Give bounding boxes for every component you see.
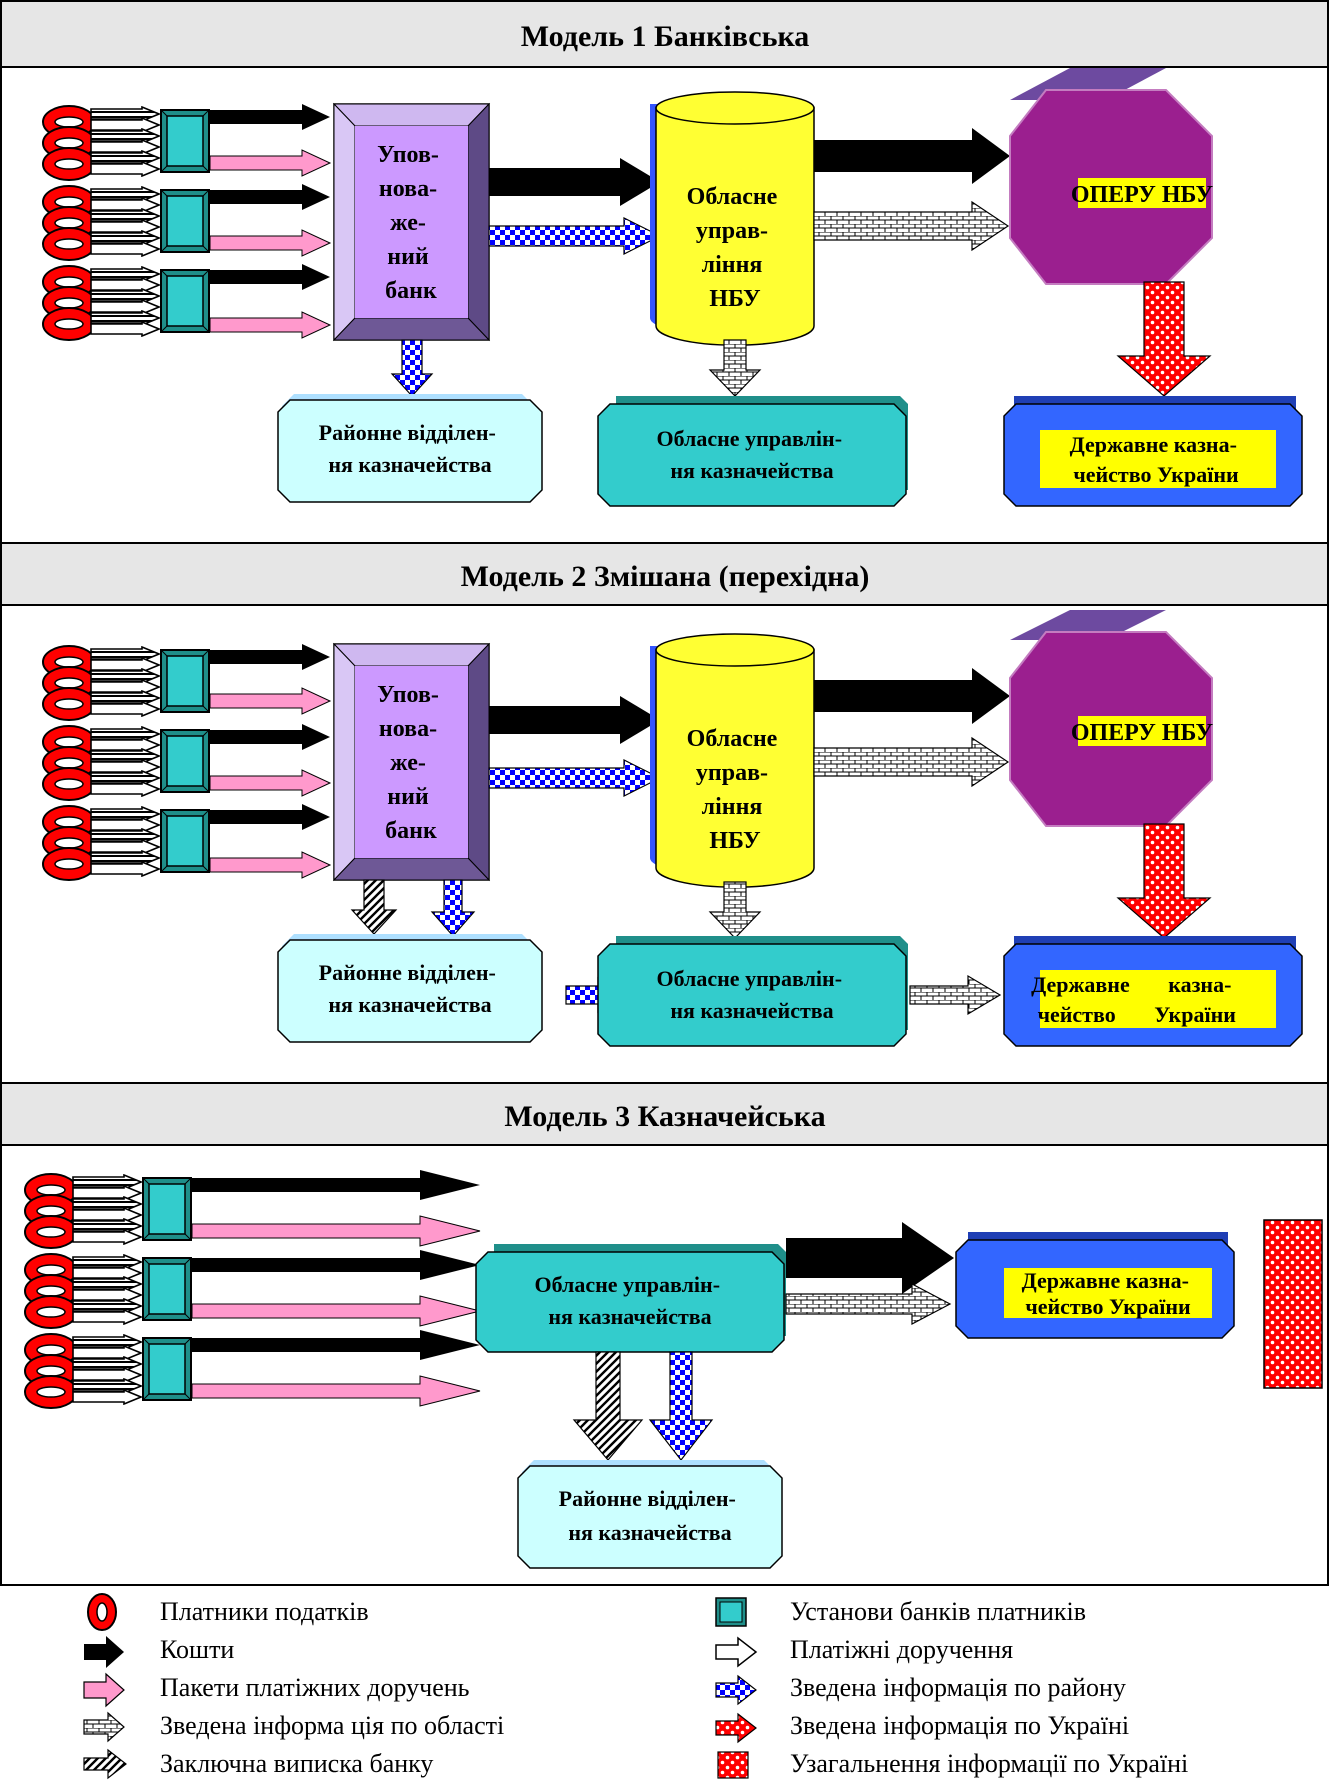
ukraine-summary-block bbox=[1263, 1219, 1323, 1389]
model-3-section: Модель 3 Казначейська Обласне управлін- … bbox=[0, 1082, 1329, 1586]
svg-text:Упов- нова- же: Упов- нова- же- ний банк bbox=[377, 142, 445, 304]
region-info-arrow-nbu-to-opery-m2 bbox=[813, 736, 1010, 788]
state-treasury-m1: Державне казна- чейство України bbox=[1003, 396, 1303, 507]
payment-order-arrow-icon bbox=[715, 1636, 758, 1668]
payment-packages-arrows-m3 bbox=[191, 1215, 481, 1407]
district-treasury-m2: Районне відділен- ня казначейства bbox=[277, 934, 543, 1043]
funds-arrow-oblast-to-state-m3 bbox=[786, 1222, 954, 1294]
district-info-arrow-down-m3 bbox=[648, 1351, 714, 1461]
funds-arrow-bank-to-nbu-m1 bbox=[489, 158, 660, 206]
svg-text:Обласне управ-: Обласне управ- ління НБУ bbox=[687, 184, 784, 312]
svg-text:ОПЕРУ НБУ: ОПЕРУ НБУ bbox=[1071, 720, 1214, 746]
bank-institution-icon bbox=[715, 1597, 747, 1627]
payer-group-1 bbox=[43, 106, 209, 180]
svg-text:Обласне управлін- ня к: Обласне управлін- ня казначейства bbox=[656, 966, 847, 1023]
ukraine-summary-icon bbox=[717, 1751, 749, 1779]
nbu-region-cylinder-m1: Обласне управ- ління НБУ bbox=[650, 91, 815, 346]
svg-text:ОПЕРУ НБУ: ОПЕРУ НБУ bbox=[1071, 182, 1214, 208]
payment-packages-arrows-m1 bbox=[209, 149, 332, 339]
payer-group-5 bbox=[43, 726, 209, 800]
payer-group-6 bbox=[43, 806, 209, 880]
district-info-arrow-down-m1 bbox=[390, 339, 434, 397]
model-3-header bbox=[0, 1082, 1329, 1146]
payer-group-9 bbox=[25, 1334, 191, 1408]
funds-arrow-icon bbox=[84, 1636, 124, 1668]
district-treasury-m1: Районне відділен- ня казначейства bbox=[277, 394, 543, 503]
svg-text:Упов- нова- же: Упов- нова- же- ний банк bbox=[377, 682, 445, 844]
ukraine-info-arrow-icon bbox=[715, 1712, 757, 1744]
district-info-arrow-bank-to-nbu-m1 bbox=[488, 217, 662, 255]
svg-text:Районне відділен- ня к: Районне відділен- ня казначейства bbox=[319, 420, 502, 477]
funds-arrows-m2 bbox=[210, 644, 330, 830]
payer-group-3 bbox=[43, 266, 209, 340]
model-1-section: Модель 1 Банківська Упов- нова- bbox=[0, 0, 1329, 544]
nbu-region-cylinder-m2: Обласне управ- ління НБУ bbox=[650, 633, 815, 888]
payer-group-7 bbox=[25, 1174, 191, 1248]
svg-text:Державне казна- чейств: Державне казна- чейство України bbox=[1022, 1268, 1195, 1319]
district-info-arrow-down-m2 bbox=[430, 879, 476, 937]
svg-text:Обласне управлін- ня к: Обласне управлін- ня казначейства bbox=[656, 426, 847, 483]
payment-packages-arrows-m2 bbox=[209, 687, 332, 879]
svg-text:Державне казна-: Державне казна- чейство України bbox=[1031, 972, 1236, 1027]
funds-arrow-nbu-to-opery-m1 bbox=[814, 128, 1010, 184]
ukraine-info-arrow-down-m2 bbox=[1116, 823, 1212, 939]
funds-arrows-m3 bbox=[192, 1170, 480, 1360]
funds-arrow-nbu-to-opery-m2 bbox=[814, 668, 1010, 724]
legend-icons bbox=[83, 1593, 758, 1780]
model-2-section: Модель 2 Змішана (перехідна) Упов- нова-… bbox=[0, 542, 1329, 1084]
ukraine-info-arrow-down-m1 bbox=[1116, 281, 1212, 397]
oblast-treasury-m2: Обласне управлін- ня казначейства bbox=[597, 936, 908, 1047]
state-treasury-m2: Державне казна- чейство України bbox=[1003, 936, 1303, 1047]
region-info-arrow-down-m1 bbox=[708, 339, 762, 397]
region-info-arrow-oblast-to-state-m3 bbox=[785, 1283, 952, 1325]
svg-text:Обласне управлін- ня к: Обласне управлін- ня казначейства bbox=[534, 1272, 725, 1329]
district-info-arrow-icon bbox=[715, 1674, 757, 1706]
region-info-arrow-to-state-m2 bbox=[909, 974, 1002, 1016]
authorized-bank-m1: Упов- нова- же- ний банк bbox=[332, 102, 491, 342]
region-info-arrow-down-m2 bbox=[708, 881, 762, 939]
payment-packages-arrow-icon bbox=[83, 1672, 125, 1708]
region-info-arrow-icon bbox=[83, 1711, 125, 1743]
oblast-treasury-m1: Обласне управлін- ня казначейства bbox=[597, 396, 908, 507]
state-treasury-m3: Державне казна- чейство України bbox=[955, 1232, 1235, 1339]
payer-group-4 bbox=[43, 646, 209, 720]
model-1-header bbox=[0, 0, 1329, 68]
model-3-title: Модель 3 Казначейська bbox=[504, 1100, 825, 1133]
model-1-title: Модель 1 Банківська bbox=[521, 20, 810, 53]
taxpayer-icon bbox=[87, 1593, 117, 1631]
payer-group-2 bbox=[43, 186, 209, 260]
svg-text:Районне відділен- ня к: Районне відділен- ня казначейства bbox=[559, 1486, 742, 1545]
oblast-treasury-m3: Обласне управлін- ня казначейства bbox=[475, 1244, 786, 1353]
bank-statement-arrow-icon bbox=[83, 1748, 127, 1780]
funds-arrow-bank-to-nbu-m2 bbox=[489, 696, 660, 744]
bank-statement-arrow-down-m2 bbox=[350, 879, 398, 935]
model-2-header bbox=[0, 542, 1329, 606]
authorized-bank-m2: Упов- нова- же- ний банк bbox=[332, 642, 491, 882]
model-2-title: Модель 2 Змішана (перехідна) bbox=[461, 560, 870, 593]
svg-text:Державне казна- чейств: Державне казна- чейство України bbox=[1070, 432, 1243, 487]
region-info-arrow-nbu-to-opery-m1 bbox=[813, 200, 1010, 252]
district-treasury-m3: Районне відділен- ня казначейства bbox=[517, 1460, 783, 1569]
funds-arrows-m1 bbox=[210, 104, 330, 290]
svg-text:Обласне управ-: Обласне управ- ління НБУ bbox=[687, 726, 784, 854]
svg-text:Районне відділен- ня к: Районне відділен- ня казначейства bbox=[319, 960, 502, 1017]
payer-group-8 bbox=[25, 1254, 191, 1328]
bank-statement-arrow-down-m3 bbox=[572, 1351, 644, 1461]
district-info-arrow-bank-to-nbu-m2 bbox=[488, 759, 662, 797]
